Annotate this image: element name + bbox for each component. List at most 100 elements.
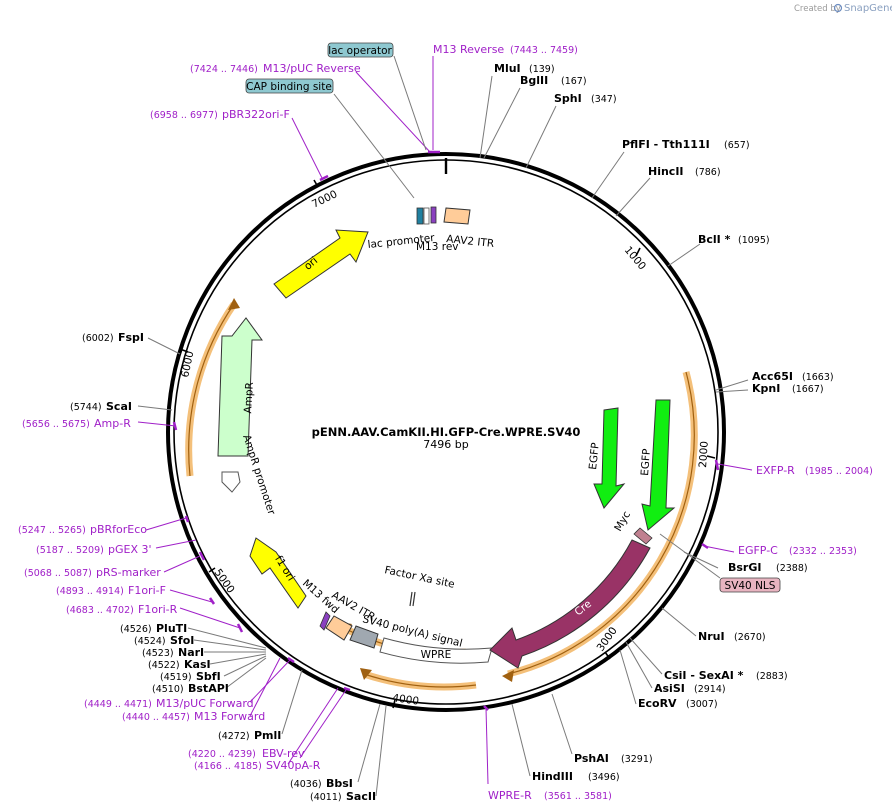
enzyme-bcli: BclI * [698, 233, 731, 246]
primer-pbrforeco-pos: (5247 .. 5265) [18, 525, 86, 536]
sv40-nls-box [719, 577, 781, 593]
m13-rev-box [430, 206, 437, 224]
enzyme-csii: CsiI - SexAI * [664, 669, 744, 682]
m13-fwd-marker [319, 611, 331, 631]
primer-f1ori-r: F1ori-R [138, 603, 178, 616]
enzyme-acc65i-pos: (1663) [802, 372, 834, 383]
primer-m13puc-reverse: M13/pUC Reverse [263, 62, 361, 75]
primer-exfp-r: EXFP-R [756, 464, 795, 477]
primer-sv40pa-r: SV40pA-R [266, 759, 321, 772]
credit-prefix: Created by [794, 4, 841, 14]
sv40-nls-label: SV40 NLS [725, 580, 776, 592]
enzyme-leaders [137, 75, 749, 797]
primer-pbr322ori-pos: (6958 .. 6977) [150, 110, 218, 121]
enzyme-mlui: MluI [494, 62, 521, 75]
enzyme-csii-pos: (2883) [756, 671, 788, 682]
enzyme-bbsi-pos: (4036) [290, 779, 322, 790]
enzyme-bstapi-pos: (4510) [152, 684, 184, 695]
primer-m13puc-forward-pos: (4449 .. 4471) [84, 699, 152, 710]
enzyme-acc65i: Acc65I [752, 370, 793, 383]
primer-egfp-c: EGFP-C [738, 544, 778, 557]
enzyme-sacii: SacII [346, 790, 376, 803]
tick-label-4000: 4000 [392, 692, 420, 708]
enzyme-pshai: PshAI [574, 752, 609, 765]
plasmid-name: pENN.AAV.CamKII.HI.GFP-Cre.WPRE.SV40 [312, 425, 581, 439]
tick-label-1000: 1000 [622, 244, 648, 272]
primer-m13puc-forward: M13/pUC Forward [156, 697, 254, 710]
enzyme-pmli-pos: (4272) [218, 731, 250, 742]
enzyme-fspi: FspI [118, 331, 144, 344]
enzyme-bbsi: BbsI [326, 777, 353, 790]
enzyme-scai: ScaI [106, 400, 132, 413]
enzyme-sphi-pos: (347) [591, 94, 617, 105]
enzyme-ecorv: EcoRV [638, 697, 677, 710]
enzyme-pshai-pos: (3291) [621, 754, 653, 765]
ampr-promoter-arrow [221, 471, 241, 493]
enzyme-kpni: KpnI [752, 382, 780, 395]
ampr-label: AmpR [242, 382, 256, 414]
aav2-itr-left-box [443, 207, 471, 225]
primer-prs-marker: pRS-marker [96, 566, 161, 579]
primer-egfp-c-pos: (2332 .. 2353) [789, 546, 857, 557]
factor-xa-mark [409, 591, 413, 607]
primer-amp-r-pos: (5656 .. 5675) [22, 419, 90, 430]
primer-f1ori-f-pos: (4893 .. 4914) [56, 586, 124, 597]
enzyme-hincii: HincII [648, 165, 684, 178]
primer-amp-r: Amp-R [94, 417, 131, 430]
tick-label-6000: 6000 [179, 350, 196, 379]
myc-box [633, 527, 653, 545]
plasmid-backbone [166, 152, 726, 712]
lac-operator-label: lac operator [328, 45, 392, 57]
enzyme-hindiii-pos: (3496) [588, 772, 620, 783]
primer-f1ori-r-pos: (4683 .. 4702) [66, 605, 134, 616]
primer-ebv-rev: EBV-rev [262, 747, 305, 760]
enzyme-nari-pos: (4523) [142, 648, 174, 659]
enzyme-sbfi: SbfI [196, 670, 221, 683]
plasmid-size: 7496 bp [423, 438, 468, 451]
enzyme-labels: MluI (139) BglII (167) SphI (347) PflFI … [70, 62, 834, 803]
enzyme-sbfi-pos: (4519) [160, 672, 192, 683]
primer-pbrforeco: pBRforEco [90, 523, 147, 536]
enzyme-hincii-pos: (786) [695, 167, 721, 178]
enzyme-bcli-pos: (1095) [738, 235, 770, 246]
enzyme-kasi-pos: (4522) [148, 660, 180, 671]
primer-m13-reverse-pos: (7443 .. 7459) [510, 45, 578, 56]
enzyme-sacii-pos: (4011) [310, 792, 342, 803]
enzyme-bsrgi: BsrGI [728, 561, 761, 574]
enzyme-nrui-pos: (2670) [734, 632, 766, 643]
ori-arrow [273, 229, 369, 299]
egfp-arrow-2 [641, 399, 676, 531]
enzyme-hindiii: HindIII [532, 770, 573, 783]
primer-leaders [137, 56, 753, 785]
wpre-label: WPRE [421, 649, 452, 661]
cap-binding-site-label: CAP binding site [246, 81, 332, 93]
primer-sv40pa-r-pos: (4166 .. 4185) [194, 761, 262, 772]
enzyme-pluti-pos: (4526) [120, 624, 152, 635]
primer-exfp-r-pos: (1985 .. 2004) [805, 466, 873, 477]
myc-label: Myc [612, 509, 633, 533]
sv40-polya-box [349, 625, 379, 649]
enzyme-pflfi: PflFI - Tth111I [622, 138, 710, 151]
primer-pgex3-pos: (5187 .. 5209) [36, 545, 104, 556]
enzyme-fspi-pos: (6002) [82, 333, 114, 344]
enzyme-bsrgi-pos: (2388) [776, 563, 808, 574]
credit-brand: SnapGene [844, 3, 892, 14]
f1-ori-arrow [249, 537, 307, 609]
tick-label-2000: 2000 [697, 441, 711, 469]
tick-marks [179, 179, 716, 709]
enzyme-sphi: SphI [554, 92, 582, 105]
primer-prs-marker-pos: (5068 .. 5087) [24, 568, 92, 579]
cap-binding-site-box [245, 78, 334, 94]
primer-pbr322ori: pBR322ori-F [222, 108, 290, 121]
primer-labels: M13 Reverse (7443 .. 7459) (7424 .. 7446… [18, 43, 873, 802]
ampr-promoter-label: AmpR promoter [240, 433, 277, 517]
primer-m13-forward: M13 Forward [194, 710, 265, 723]
cap-site-box [416, 207, 424, 225]
primer-marks [172, 150, 720, 711]
enzyme-ecorv-pos: (3007) [686, 699, 718, 710]
enzyme-kasi: KasI [184, 658, 211, 671]
tick-label-5000: 5000 [212, 567, 237, 596]
enzyme-sfoi: SfoI [170, 634, 194, 647]
enzyme-mlui-pos: (139) [529, 64, 555, 75]
